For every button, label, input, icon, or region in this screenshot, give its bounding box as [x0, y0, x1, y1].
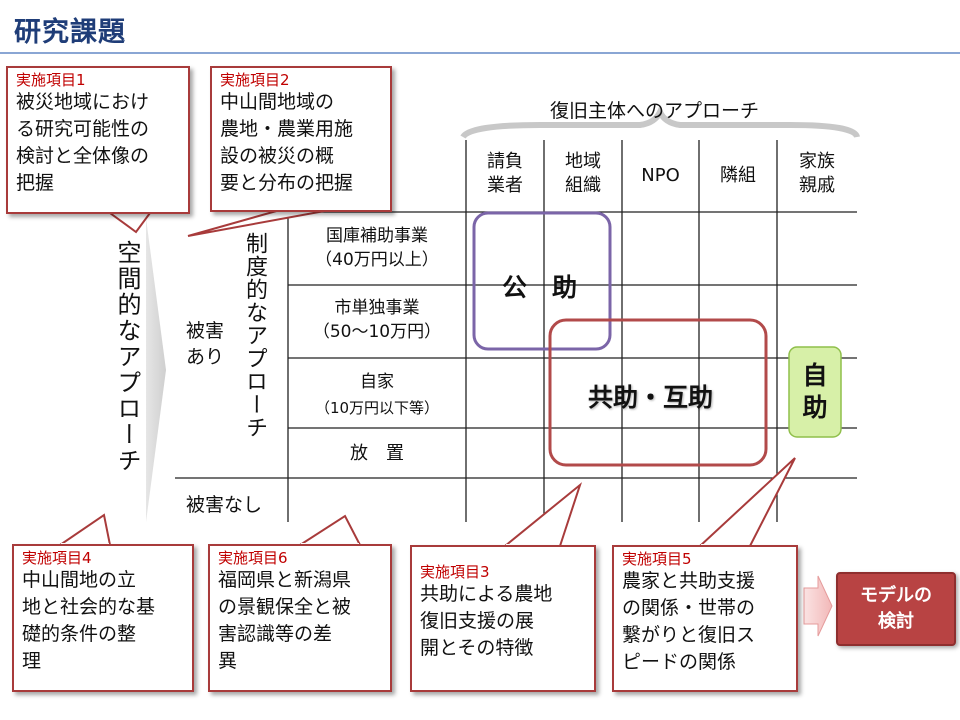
callout-item6: 実施項目6 福岡県と新潟県 の景観保全と被 害認識等の差 異 [208, 544, 392, 692]
callout-item4-body: 中山間地の立 地と社会的な基 礎的条件の整 理 [22, 569, 156, 672]
callout-item3-label: 実施項目3 [420, 563, 490, 581]
kojo-region [472, 211, 612, 351]
damage-no-label: 被害なし [186, 494, 263, 516]
row-self: 自家 [360, 372, 394, 392]
callout-item2: 実施項目2 中山間地域の 農地・農業用施 設の被災の概 要と分布の把握 [210, 66, 392, 212]
model-arrow [803, 575, 833, 637]
kyojo-label: 共助・互助 [588, 383, 714, 412]
callout-item6-body: 福岡県と新潟県 の景観保全と被 害認識等の差 異 [218, 569, 352, 672]
callout-item5-body: 農家と共助支援 の関係・世帯の 繋がりと復旧ス ピードの関係 [622, 570, 756, 673]
callout-item3-body: 共助による農地 復旧支援の展 開とその特徴 [420, 583, 553, 659]
row-national-subsidy: 国庫補助事業 （40万円以上） [315, 226, 439, 270]
row-self-note: （10万円以下等） [314, 399, 440, 417]
callout-item1-label: 実施項目1 [16, 71, 86, 89]
callout-item2-body: 中山間地域の 農地・農業用施 設の被災の概 要と分布の把握 [220, 91, 354, 194]
callout-item3: 実施項目3 共助による農地 復旧支援の展 開とその特徴 [410, 545, 596, 692]
approach-header: 復旧主体へのアプローチ [550, 100, 760, 122]
jijo-region [788, 346, 842, 438]
spatial-approach-arrow [146, 218, 166, 522]
callout-item1: 実施項目1 被災地域におけ る研究可能性の 検討と全体像の 把握 [6, 66, 190, 214]
page-title: 研究課題 [14, 17, 126, 48]
callout-item5-label: 実施項目5 [622, 550, 692, 568]
row-neglect: 放 置 [350, 443, 404, 464]
callout-item4: 実施項目4 中山間地の立 地と社会的な基 礎的条件の整 理 [12, 544, 194, 692]
column-header-local-org: 地域 組織 [565, 151, 601, 196]
jijo-label: 自 助 [802, 361, 828, 422]
institutional-approach-label: 制度的なアプローチ [242, 232, 267, 439]
callout-item6-label: 実施項目6 [218, 549, 288, 567]
title-divider [0, 52, 960, 54]
model-study-box: モデルの 検討 [836, 572, 956, 646]
callout-item2-label: 実施項目2 [220, 71, 290, 89]
damage-yes-label: 被害 あり [186, 320, 225, 368]
row-city-project: 市単独事業 （50～10万円） [312, 298, 442, 342]
column-header-neighbors: 隣組 [720, 165, 756, 186]
column-header-npo: NPO [641, 165, 680, 186]
kyojo-region [548, 318, 768, 467]
approach-brace [460, 104, 860, 139]
kojo-label: 公 助 [502, 273, 578, 302]
callout-item1-body: 被災地域におけ る研究可能性の 検討と全体像の 把握 [16, 91, 150, 194]
callout-item5: 実施項目5 農家と共助支援 の関係・世帯の 繋がりと復旧ス ピードの関係 [612, 545, 798, 692]
spatial-approach-label: 空間的なアプローチ [113, 240, 141, 474]
callout-item4-label: 実施項目4 [22, 549, 92, 567]
column-header-family: 家族 親戚 [799, 151, 835, 196]
column-header-contractor: 請負 業者 [487, 151, 523, 196]
